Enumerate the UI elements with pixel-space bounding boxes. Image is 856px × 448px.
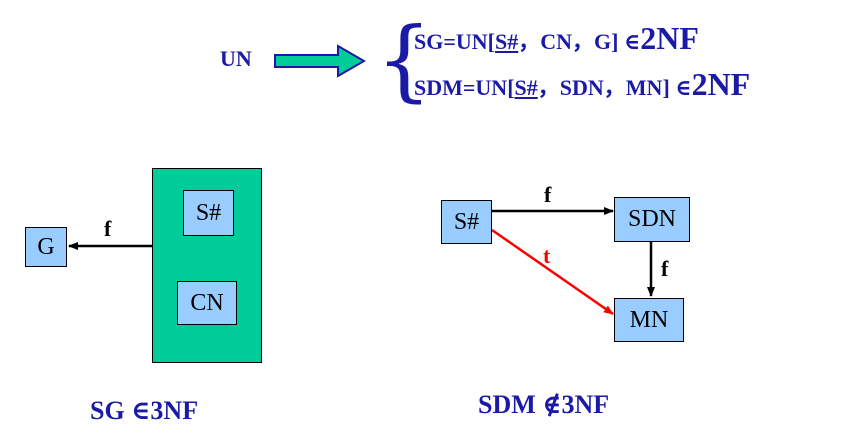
formula-sdm-rest: ，SDN，MN] ∈ bbox=[537, 75, 692, 100]
right-s-box: S# bbox=[441, 200, 492, 244]
right-label-s-sdn: f bbox=[544, 182, 552, 207]
left-arrow-label: f bbox=[104, 216, 112, 241]
formula-sdm: SDM=UN[S#，SDN，MN] ∈2NF bbox=[414, 66, 750, 103]
left-g-box: G bbox=[25, 227, 67, 267]
formula-sg: SG=UN[S#，CN，G] ∈2NF bbox=[414, 20, 699, 57]
green-right-arrow-icon bbox=[274, 44, 367, 78]
formula-sdm-key: S# bbox=[514, 75, 538, 100]
arrow-s-to-mn bbox=[491, 228, 614, 316]
formula-sg-prefix: SG=UN[ bbox=[414, 29, 495, 54]
caption-sdm: SDM ∉3NF bbox=[478, 390, 610, 419]
un-label: UN bbox=[220, 46, 252, 71]
formula-sdm-prefix: SDM=UN[ bbox=[414, 75, 515, 100]
right-label-s-mn: t bbox=[543, 243, 551, 268]
caption-sg: SG ∈3NF bbox=[90, 396, 199, 425]
right-sdn-box: SDN bbox=[614, 197, 690, 242]
right-label-sdn-mn: f bbox=[661, 256, 669, 281]
right-mn-box: MN bbox=[614, 298, 684, 342]
formula-sg-key: S# bbox=[495, 29, 519, 54]
formula-sdm-nf: 2NF bbox=[691, 66, 751, 102]
formula-sg-nf: 2NF bbox=[640, 20, 699, 56]
curly-brace: { bbox=[376, 8, 432, 111]
formula-sg-rest: ，CN，G] ∈ bbox=[518, 29, 641, 54]
left-s-box: S# bbox=[183, 190, 234, 236]
left-cn-box: CN bbox=[177, 281, 237, 325]
